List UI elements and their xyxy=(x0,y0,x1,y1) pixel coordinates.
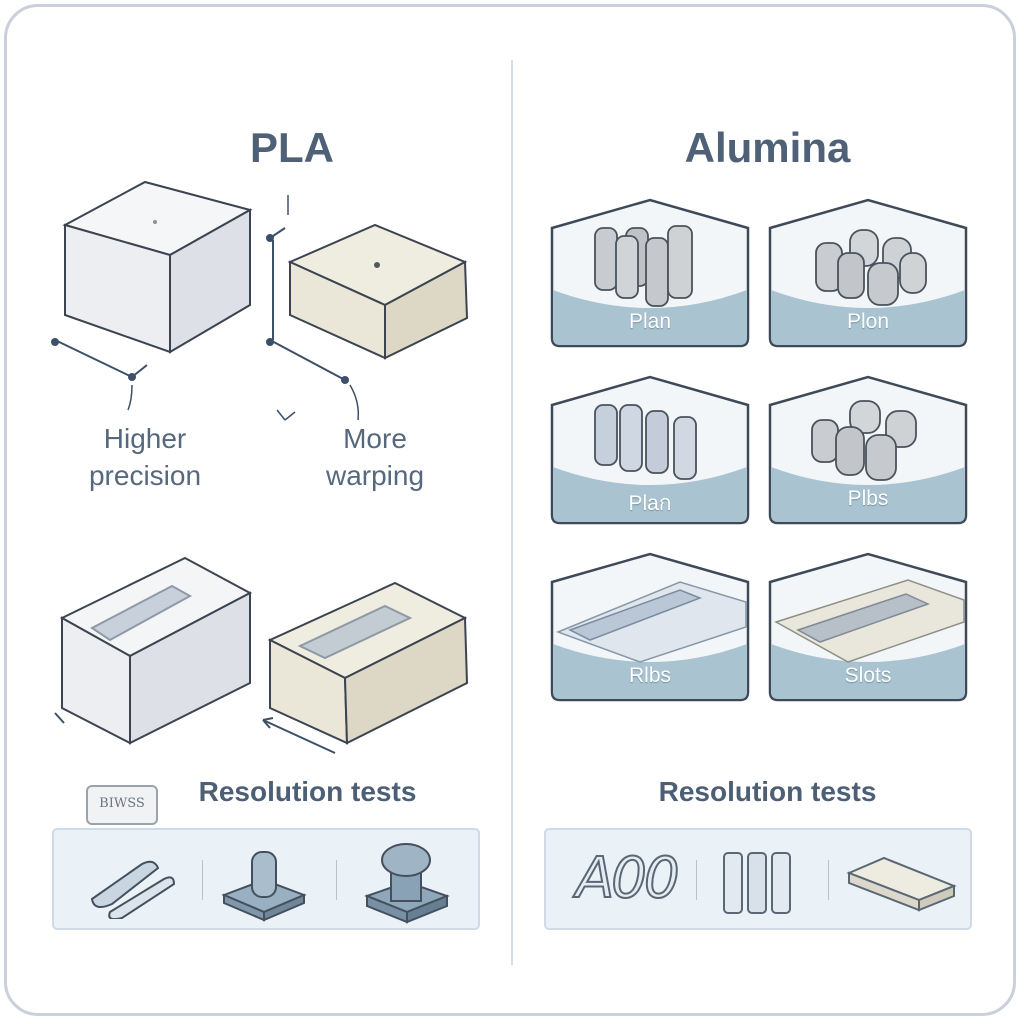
pla-resolution-title: Resolution tests xyxy=(198,776,417,807)
pla-cube-rough xyxy=(266,195,469,421)
tile-cylinders-icon xyxy=(768,375,968,525)
tile-pins-icon xyxy=(550,198,750,348)
pla-title: PLA xyxy=(250,124,334,171)
alumina-tile-plan-2: Plaก xyxy=(550,375,750,525)
pla-strip-sep-2 xyxy=(336,860,337,900)
tile-label: Plon xyxy=(846,310,890,333)
tile-pins-icon xyxy=(550,375,750,525)
tile-label: Plbs xyxy=(847,487,889,510)
pla-slot-block-rough xyxy=(262,581,469,754)
tile-label: Rlbs xyxy=(628,664,671,687)
alumina-tile-slots: Slots xyxy=(768,552,968,702)
pla-strip-sep-1 xyxy=(202,860,203,900)
pla-label-tag: BIWSS xyxy=(86,785,158,825)
alumina-tile-rlbs: Rlbs xyxy=(550,552,750,702)
alumina-test-bars xyxy=(846,856,957,912)
pla-test-pin xyxy=(221,851,307,922)
pla-caption-more-warping: More warping xyxy=(325,423,425,491)
tile-label: Plan xyxy=(628,310,672,333)
tile-slot-icon xyxy=(768,552,968,702)
pla-caption-higher-precision: Higher precision xyxy=(88,423,202,491)
alumina-tile-plbs: Plbs xyxy=(768,375,968,525)
pla-cube-smooth xyxy=(51,180,253,411)
center-divider xyxy=(511,60,513,965)
pla-test-knob xyxy=(364,843,450,924)
pla-slot-block-smooth xyxy=(54,556,253,745)
tile-label: Slots xyxy=(844,664,892,687)
alumina-strip-sep-2 xyxy=(828,860,829,900)
alumina-strip-sep-1 xyxy=(696,860,697,900)
alumina-resolution-title: Resolution tests xyxy=(658,776,877,807)
alumina-tile-plan-1: Plan xyxy=(550,198,750,348)
tile-label: Plaก xyxy=(628,492,672,515)
alumina-resolution-strip: A00 xyxy=(544,828,972,930)
alumina-tile-plon: Plon xyxy=(768,198,968,348)
alumina-title: Alumina xyxy=(684,124,851,171)
tile-cylinders-icon xyxy=(768,198,968,348)
alumina-test-pins xyxy=(723,852,791,914)
pla-resolution-strip xyxy=(52,828,480,930)
pla-test-ribs xyxy=(90,860,176,919)
alumina-strip-text: A00 xyxy=(575,845,681,912)
tile-ribs-icon xyxy=(550,552,750,702)
